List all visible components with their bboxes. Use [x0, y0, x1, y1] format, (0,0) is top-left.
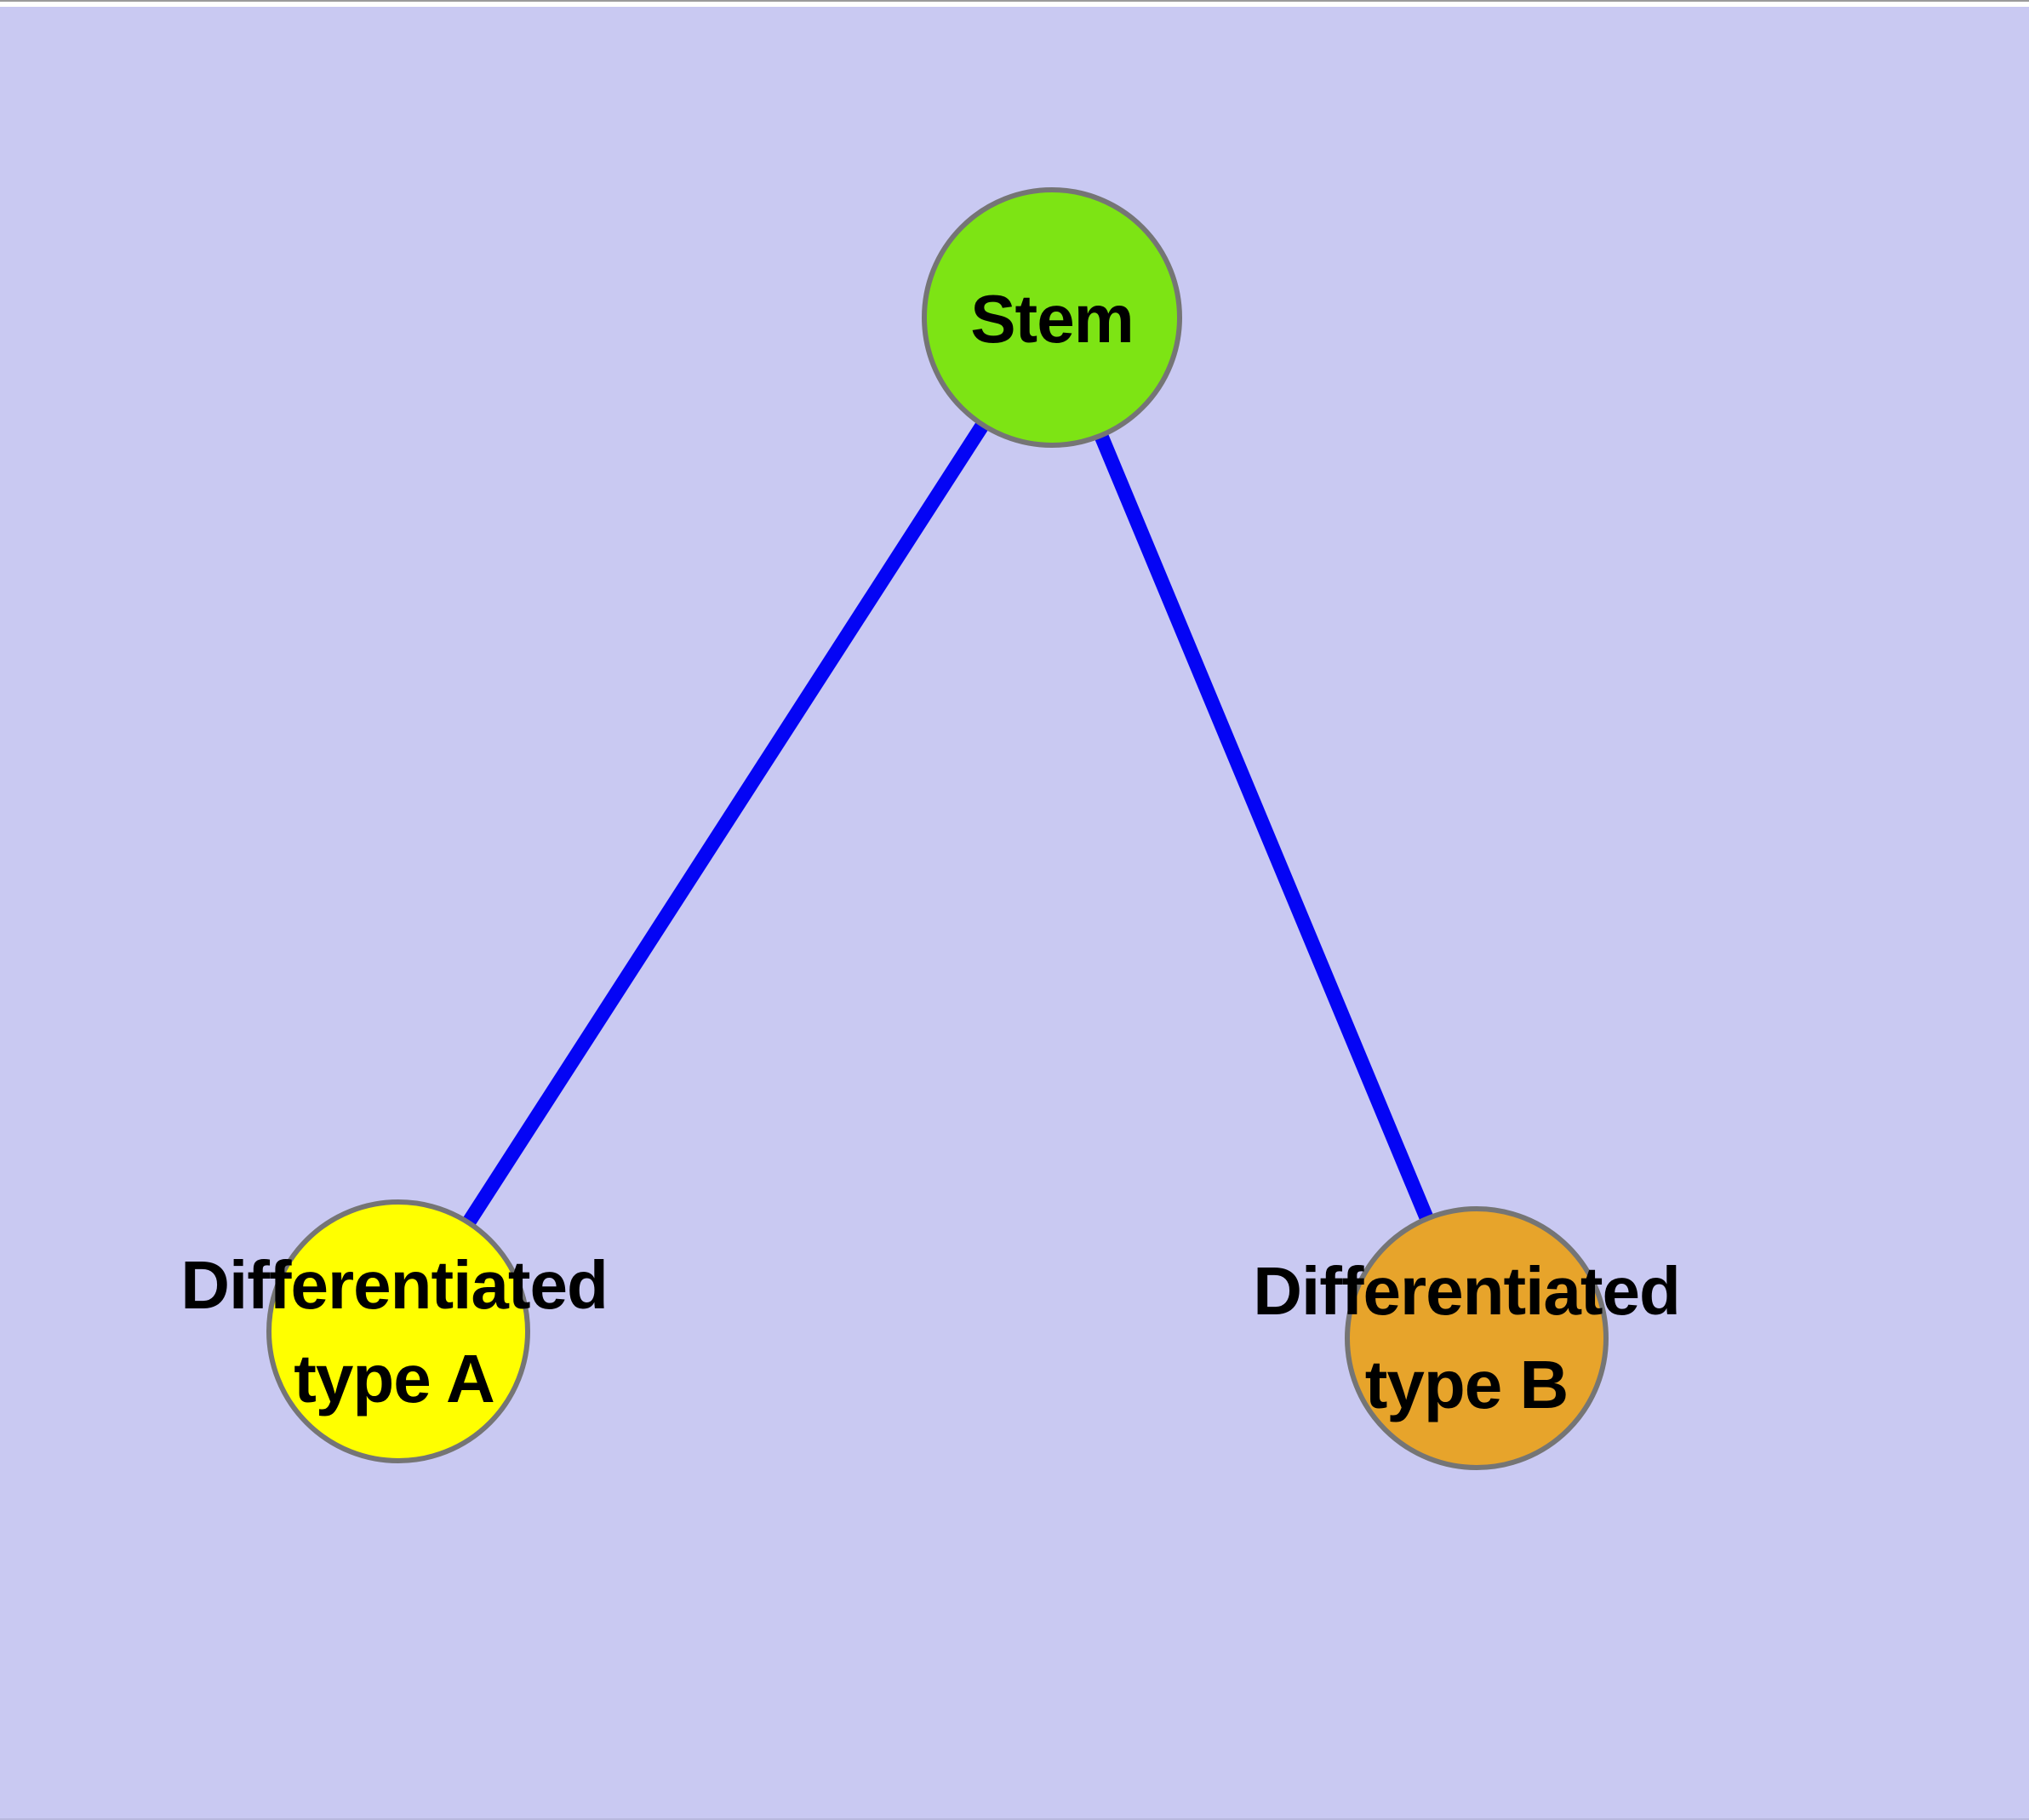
node-type-a-circle — [266, 1199, 530, 1463]
bottom-edge-line — [0, 1818, 2029, 1820]
node-stem-label: Stem — [970, 281, 1135, 357]
edge-stem-to-type-b — [1045, 314, 1483, 1342]
edge-stem-to-type-a — [392, 313, 1059, 1336]
node-stem-circle — [922, 187, 1182, 448]
top-border-strip — [0, 0, 2029, 7]
node-type-b-circle — [1345, 1206, 1609, 1470]
node-type-a-label: Differentiated type A — [180, 1247, 609, 1417]
node-type-b-label: Differentiated type B — [1253, 1253, 1681, 1422]
